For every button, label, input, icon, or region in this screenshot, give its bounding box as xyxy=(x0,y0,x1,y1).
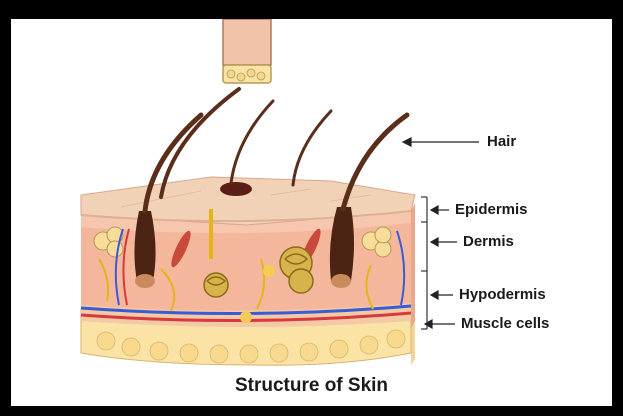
dermis-label: Dermis xyxy=(463,233,514,250)
muscle-cells-label: Muscle cells xyxy=(461,315,549,332)
diagram-caption: Structure of Skin xyxy=(11,375,612,397)
dermis-layer xyxy=(81,211,411,311)
hypodermis-label: Hypodermis xyxy=(459,286,546,303)
hair-label: Hair xyxy=(487,133,516,150)
block-right-side xyxy=(411,203,415,365)
epidermis-label: Epidermis xyxy=(455,201,528,218)
hair-shaft-closeup xyxy=(223,19,271,83)
layer-bracket xyxy=(421,197,427,329)
diagram-panel: Hair Epidermis Dermis Hypodermis Muscle … xyxy=(11,19,612,406)
